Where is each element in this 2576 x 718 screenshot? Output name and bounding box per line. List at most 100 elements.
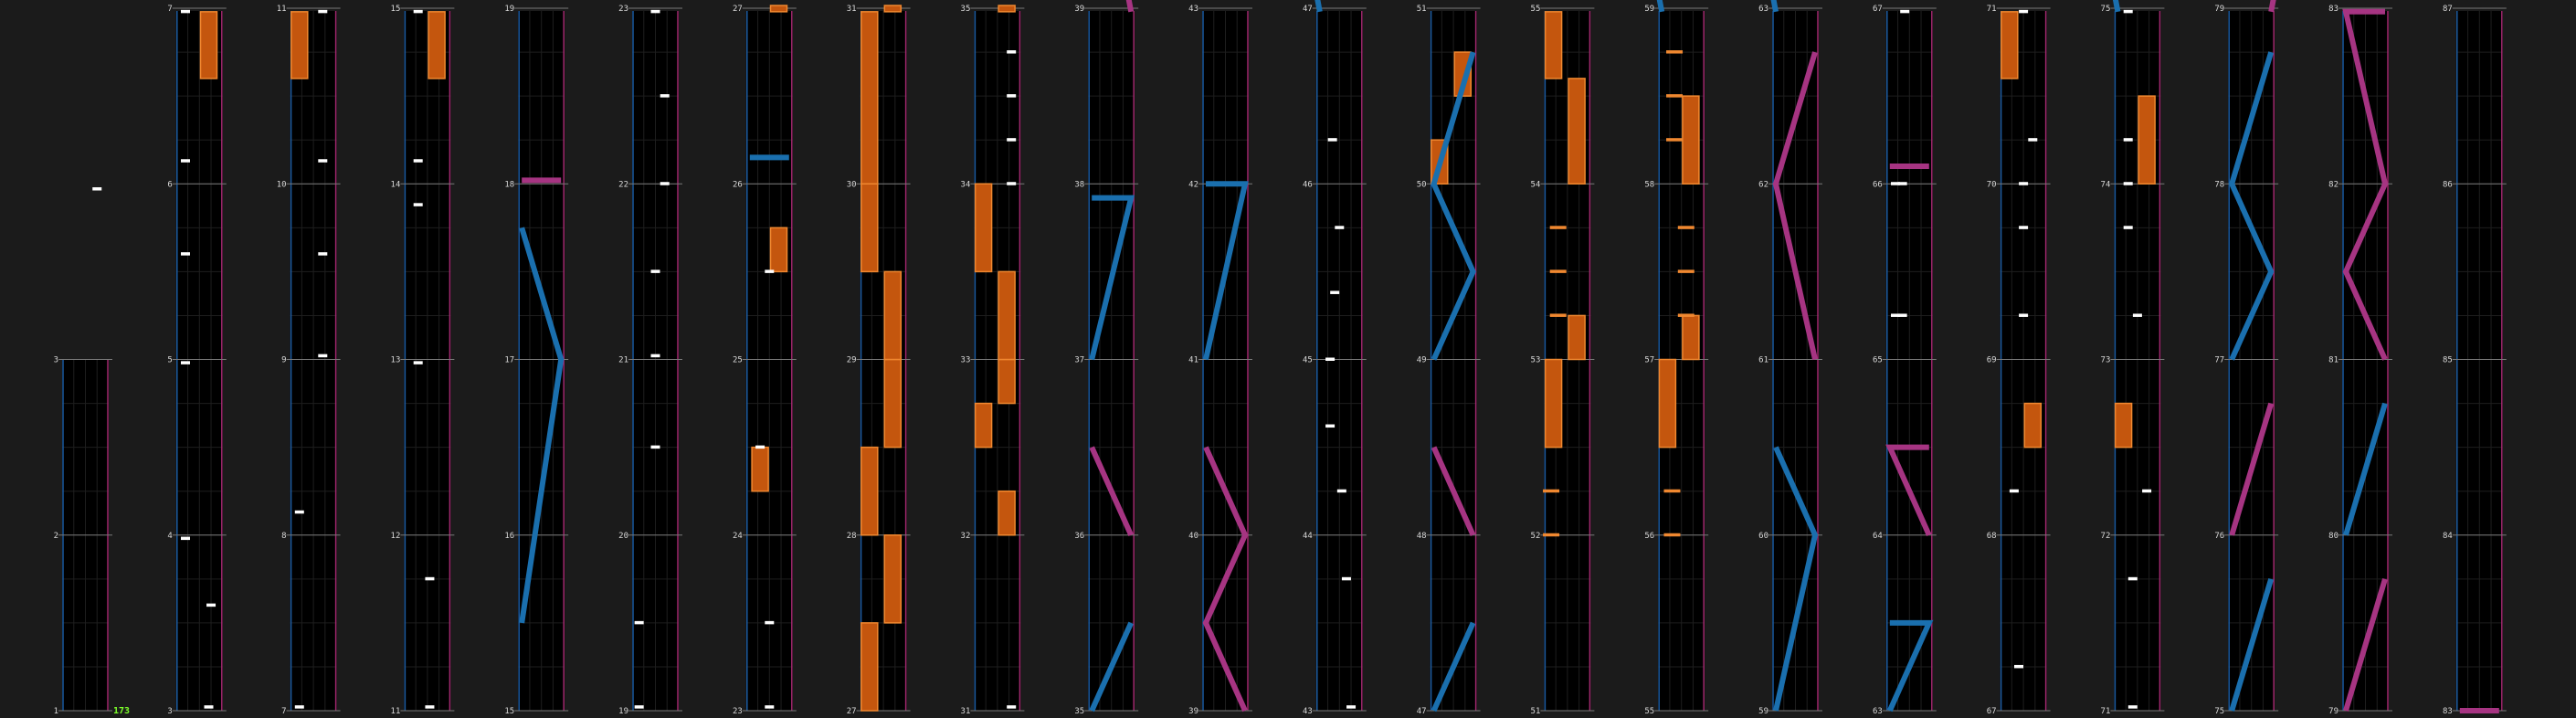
tap-note bbox=[2123, 226, 2133, 229]
lane-columns bbox=[58, 5, 2507, 712]
lane-column bbox=[742, 7, 797, 712]
measure-number: 31 bbox=[961, 707, 971, 716]
measure-number: 55 bbox=[1644, 707, 1654, 716]
measure-number: 71 bbox=[1987, 5, 1997, 14]
tap-note bbox=[318, 9, 328, 14]
measure-number: 86 bbox=[2443, 180, 2453, 189]
measure-number: 59 bbox=[1758, 707, 1768, 716]
hold-tick bbox=[1663, 533, 1681, 537]
measure-number: 78 bbox=[2214, 180, 2224, 189]
measure-number: 34 bbox=[961, 180, 971, 189]
tap-note bbox=[2019, 9, 2029, 14]
measure-number: 39 bbox=[1188, 707, 1198, 716]
slide-path bbox=[1203, 181, 1249, 361]
slide-path bbox=[1770, 0, 1779, 13]
hold-note bbox=[1568, 78, 1586, 185]
measure-number: 23 bbox=[733, 707, 743, 716]
hold-note bbox=[860, 622, 879, 712]
measure-number: 24 bbox=[733, 532, 743, 541]
measure-number: 14 bbox=[391, 180, 401, 189]
measure-number: 75 bbox=[2214, 707, 2224, 716]
tap-note bbox=[1897, 313, 1907, 317]
slide-path bbox=[1656, 0, 1665, 13]
tap-note bbox=[1335, 226, 1345, 229]
lane-column bbox=[2452, 7, 2507, 712]
hold-note bbox=[290, 11, 309, 79]
measure-number: 71 bbox=[2101, 707, 2111, 716]
hold-note bbox=[199, 11, 218, 79]
tap-note bbox=[2132, 313, 2142, 317]
slide-path bbox=[2229, 402, 2275, 536]
tap-note bbox=[2142, 489, 2152, 493]
measure-number: 63 bbox=[1873, 707, 1883, 716]
tap-note bbox=[413, 361, 423, 364]
measure-number: 87 bbox=[2443, 5, 2453, 14]
measure-number: 49 bbox=[1417, 356, 1427, 365]
lane-column bbox=[400, 7, 455, 712]
slide-path bbox=[2112, 0, 2121, 13]
measure-number: 3 bbox=[167, 707, 172, 716]
tap-note bbox=[181, 252, 190, 256]
lane-column bbox=[1882, 7, 1937, 712]
hold-note bbox=[1544, 11, 1563, 79]
tap-note bbox=[2019, 313, 2029, 317]
hold-note bbox=[751, 446, 769, 492]
measure-number: 3 bbox=[54, 356, 58, 365]
measure-number: 29 bbox=[847, 356, 857, 365]
measure-number: 52 bbox=[1531, 532, 1541, 541]
hold-tick bbox=[1543, 533, 1560, 537]
hold-tick bbox=[1677, 313, 1694, 317]
measure-number: 79 bbox=[2214, 5, 2224, 14]
measure-number: 19 bbox=[504, 5, 514, 14]
measure-number: 59 bbox=[1644, 5, 1654, 14]
measure-number: 4 bbox=[167, 532, 172, 541]
tap-note bbox=[92, 187, 102, 191]
tap-note bbox=[2127, 576, 2138, 581]
tap-note bbox=[1346, 705, 1357, 709]
tap-note bbox=[1891, 182, 1900, 185]
lane-column bbox=[58, 359, 112, 712]
tap-note bbox=[765, 705, 775, 709]
hold-note bbox=[883, 5, 903, 13]
measure-number: 67 bbox=[1987, 707, 1997, 716]
measure-number: 21 bbox=[618, 356, 628, 365]
measure-number: 55 bbox=[1531, 5, 1541, 14]
measure-number: 6 bbox=[167, 180, 172, 189]
measure-number: 72 bbox=[2101, 532, 2111, 541]
slide-path bbox=[1431, 446, 1476, 537]
tap-note bbox=[294, 705, 304, 709]
measure-number: 75 bbox=[2101, 5, 2111, 14]
measure-number: 82 bbox=[2328, 180, 2338, 189]
measure-number: 62 bbox=[1758, 180, 1768, 189]
measure-number: 47 bbox=[1417, 707, 1427, 716]
tap-note bbox=[1897, 182, 1907, 185]
measure-number: 36 bbox=[1074, 532, 1084, 541]
measure-number: 23 bbox=[618, 5, 628, 14]
hold-note bbox=[974, 183, 993, 273]
hold-note bbox=[974, 402, 993, 449]
tap-note bbox=[181, 159, 190, 163]
measure-number: 40 bbox=[1188, 532, 1198, 541]
tap-note bbox=[2123, 138, 2133, 142]
hold-tick bbox=[1666, 50, 1684, 54]
slide-path bbox=[2229, 577, 2275, 712]
measure-number: 37 bbox=[1074, 356, 1084, 365]
lane-column bbox=[2110, 7, 2165, 712]
tap-note bbox=[2009, 489, 2019, 493]
tap-note bbox=[2019, 226, 2029, 229]
tap-note bbox=[650, 354, 660, 358]
tap-note bbox=[318, 252, 328, 256]
tap-note bbox=[1336, 489, 1346, 493]
slide-path bbox=[1089, 621, 1134, 713]
tap-note bbox=[294, 510, 304, 514]
measure-number: 79 bbox=[2328, 707, 2338, 716]
tap-note bbox=[181, 9, 190, 14]
slide-path bbox=[1887, 619, 1934, 713]
measure-labels: 1233456778910111112131415151617181919202… bbox=[54, 5, 2453, 716]
lane-column bbox=[1312, 7, 1367, 712]
lane-column bbox=[1198, 7, 1252, 712]
measure-number: 56 bbox=[1644, 532, 1654, 541]
measure-number: 51 bbox=[1531, 707, 1541, 716]
slide-path bbox=[1885, 444, 1932, 537]
hold-tick bbox=[1666, 138, 1684, 142]
